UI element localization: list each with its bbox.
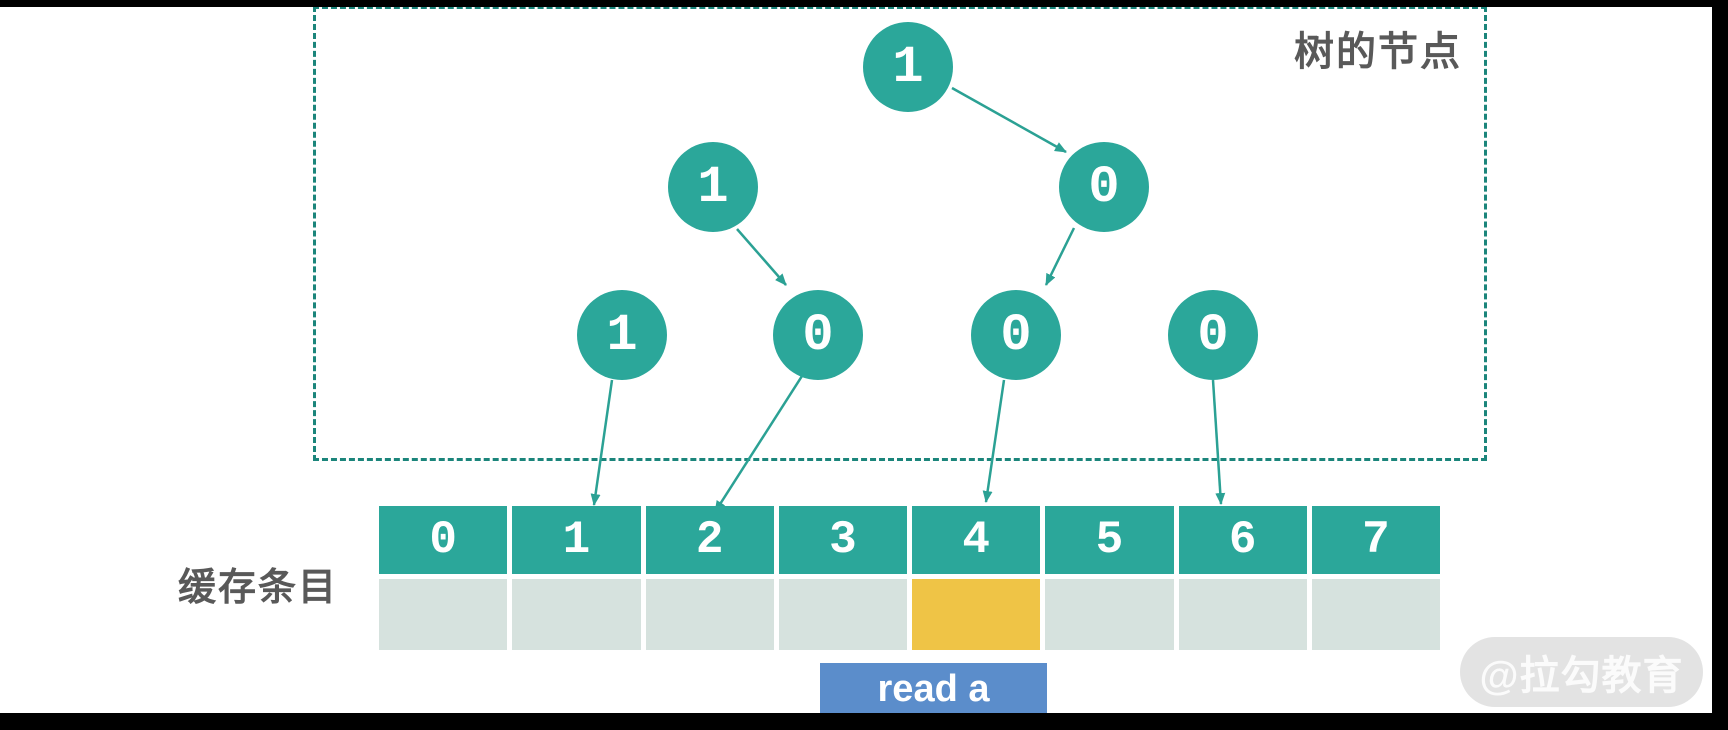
cache-header-cell: 3 [778,506,907,574]
cache-body-cell [912,579,1041,650]
cache-header-cell: 6 [1178,506,1307,574]
tree-nodes-region: 树的节点 [313,6,1487,461]
cache-body-cell [512,579,641,650]
watermark-badge: @拉勾教育 [1460,637,1703,707]
tree-nodes-region-label: 树的节点 [1294,30,1462,74]
tree-node-root: 1 [863,22,953,112]
tree-node-right-left: 0 [971,290,1061,380]
cache-body-cell [778,579,907,650]
cache-header-cell: 4 [912,506,1041,574]
top-letterbox-bar [0,0,1728,7]
cache-body-cell [1045,579,1174,650]
bottom-letterbox-bar [0,713,1728,730]
cache-header-cell: 1 [512,506,641,574]
tree-node-right: 0 [1059,142,1149,232]
cache-body-cell [645,579,774,650]
cache-body-row [379,579,1440,650]
right-letterbox-bar [1712,0,1728,730]
cache-header-cell: 2 [645,506,774,574]
tree-node-right-right: 0 [1168,290,1258,380]
cache-header-cell: 5 [1045,506,1174,574]
tree-node-left-left: 1 [577,290,667,380]
cache-body-cell [379,579,508,650]
cache-header-cell: 7 [1311,506,1440,574]
tree-node-left-right: 0 [773,290,863,380]
cache-body-cell [1311,579,1440,650]
tree-node-left: 1 [668,142,758,232]
cache-header-row: 0 1 2 3 4 5 6 7 [379,506,1440,574]
cache-body-cell [1178,579,1307,650]
cache-entries-label: 缓存条目 [177,567,338,609]
cache-header-cell: 0 [379,506,508,574]
read-a-badge: read a [820,663,1047,715]
